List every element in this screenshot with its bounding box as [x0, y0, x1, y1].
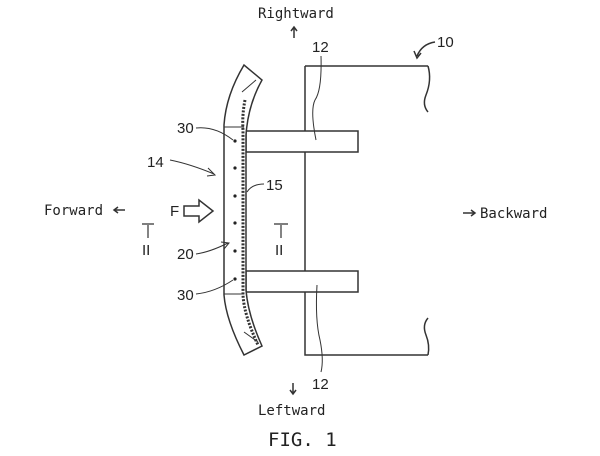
- rightward-label: Rightward: [258, 6, 334, 22]
- section-marker-right: [274, 223, 288, 238]
- ref-side-member-bottom: 12: [312, 376, 329, 393]
- backward-label: Backward: [480, 206, 547, 222]
- ref-bolt-top: 30: [177, 120, 194, 137]
- section-label-right: II: [275, 242, 283, 259]
- side-member-bottom: [245, 270, 359, 293]
- forward-arrow: [112, 206, 125, 214]
- reinforcement-plate: [241, 99, 260, 346]
- vehicle-body: [304, 65, 431, 356]
- forward-label: Forward: [44, 203, 103, 219]
- section-marker-left: [142, 223, 154, 238]
- leftward-arrow: [289, 383, 297, 396]
- bolts: [233, 139, 237, 281]
- backward-arrow: [463, 209, 477, 217]
- figure-caption: FIG. 1: [268, 429, 337, 451]
- ref-side-member-top: 12: [312, 39, 329, 56]
- leftward-label: Leftward: [258, 403, 325, 419]
- section-label-left: II: [142, 242, 150, 259]
- bumper-beam: [223, 63, 263, 357]
- side-member-top: [245, 130, 359, 153]
- ref-reinforcement: 15: [266, 177, 283, 194]
- ref-vehicle: 10: [437, 34, 454, 51]
- force-arrow-icon: [183, 198, 215, 224]
- ref-beam: 20: [177, 246, 194, 263]
- ref-bumper: 14: [147, 154, 164, 171]
- force-label: F: [170, 203, 179, 220]
- rightward-arrow: [290, 25, 298, 38]
- ref-vehicle-leader: [413, 41, 436, 60]
- ref-bolt-bottom: 30: [177, 287, 194, 304]
